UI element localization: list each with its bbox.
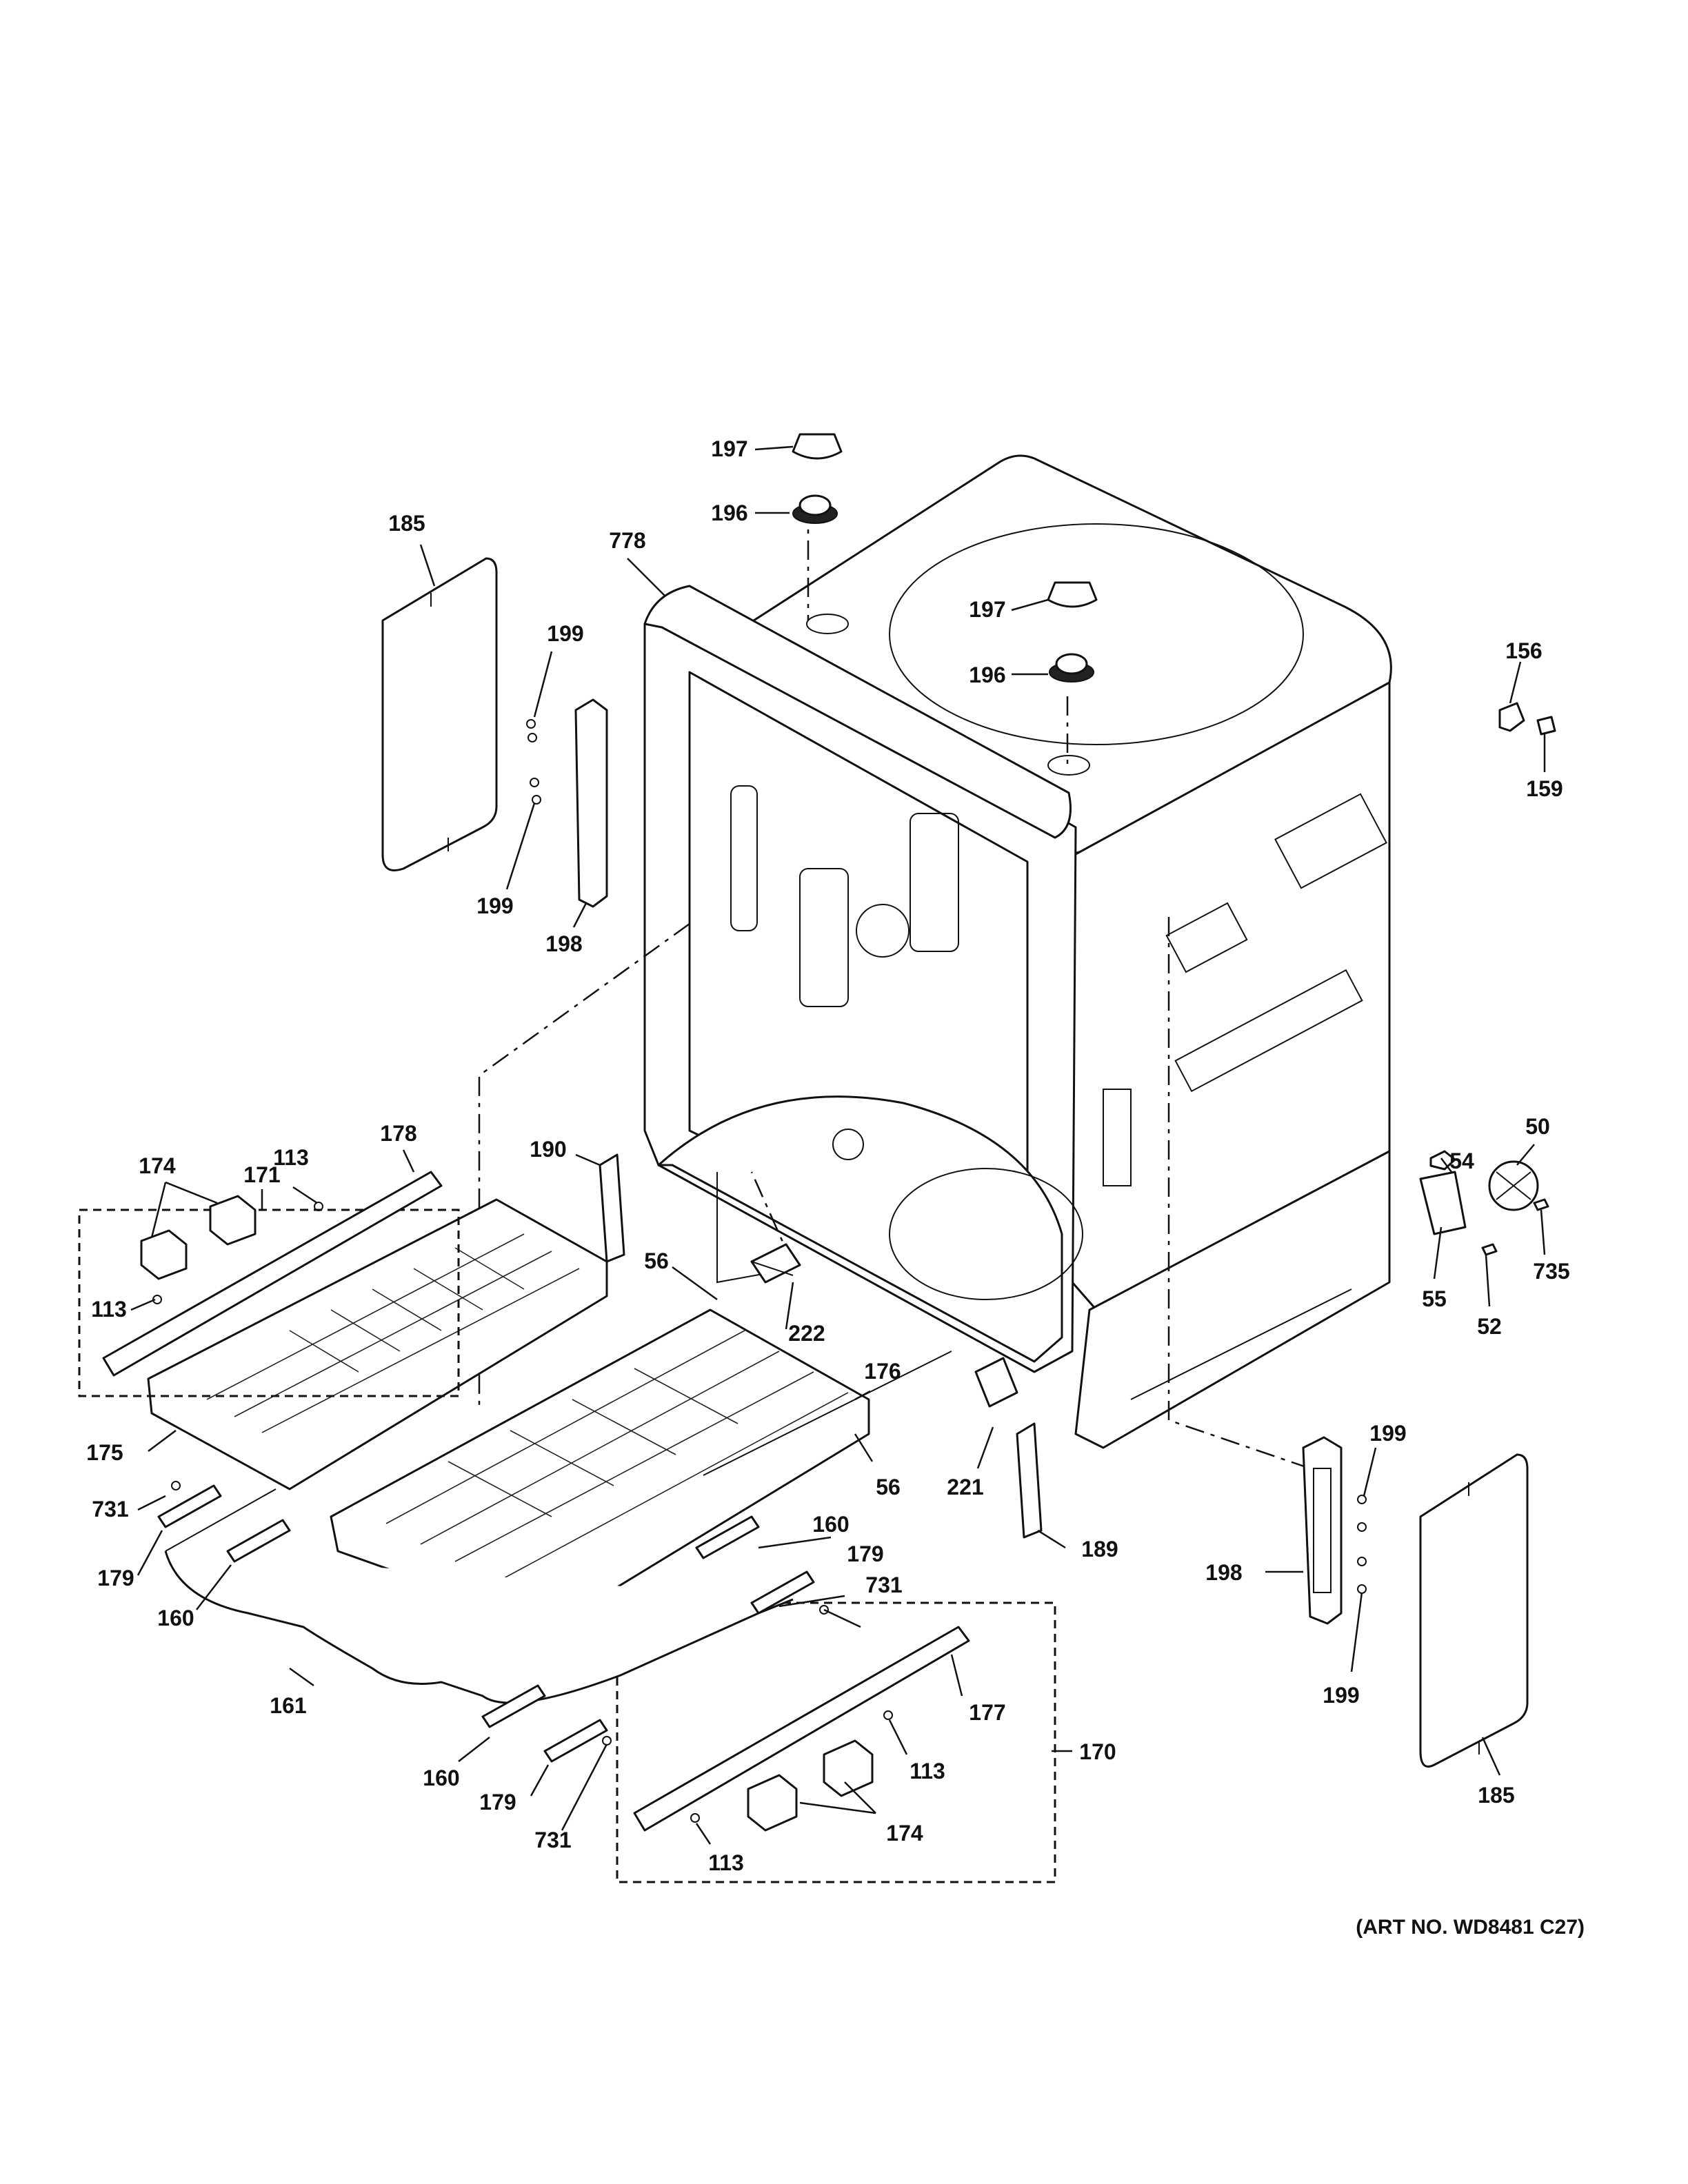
callout-174: 174 xyxy=(139,1153,176,1178)
callout-175: 175 xyxy=(86,1440,123,1465)
callout-735: 735 xyxy=(1533,1259,1569,1284)
callout-221: 221 xyxy=(947,1475,983,1499)
callout-160: 160 xyxy=(157,1606,194,1630)
bracket-left xyxy=(526,698,608,908)
callout-174: 174 xyxy=(886,1821,923,1846)
bracket-right xyxy=(1302,1436,1367,1625)
callout-156: 156 xyxy=(1505,638,1542,663)
callout-113: 113 xyxy=(273,1145,309,1170)
callout-159: 159 xyxy=(1526,776,1563,801)
rack-176 xyxy=(330,1308,870,1628)
callout-52: 52 xyxy=(1477,1314,1502,1339)
misc-parts xyxy=(599,1153,1043,1539)
callout-179: 179 xyxy=(479,1790,516,1814)
callout-778: 778 xyxy=(609,528,645,553)
callout-160: 160 xyxy=(812,1512,849,1537)
hinge-parts xyxy=(1419,1150,1549,1256)
side-cover-right xyxy=(1419,1453,1529,1768)
tub-assembly xyxy=(643,454,1392,1449)
callout-179: 179 xyxy=(847,1541,883,1566)
side-cover-left xyxy=(381,557,498,871)
fill-nut-center xyxy=(1047,581,1098,682)
callout-196: 196 xyxy=(711,501,747,525)
callout-178: 178 xyxy=(380,1121,416,1146)
callout-197: 197 xyxy=(711,436,747,461)
callout-113: 113 xyxy=(708,1850,744,1875)
callout-198: 198 xyxy=(1205,1560,1242,1585)
callout-113: 113 xyxy=(910,1759,945,1783)
callout-198: 198 xyxy=(545,931,582,956)
rack-175 xyxy=(147,1198,608,1490)
callout-731: 731 xyxy=(865,1573,902,1597)
leader-lines xyxy=(130,445,1546,1845)
callout-56: 56 xyxy=(876,1475,901,1499)
callout-170: 170 xyxy=(1079,1739,1116,1764)
callout-113: 113 xyxy=(91,1297,127,1322)
callout-54: 54 xyxy=(1449,1149,1474,1173)
callout-55: 55 xyxy=(1422,1286,1447,1311)
clip-156 xyxy=(1498,702,1556,736)
callout-171: 171 xyxy=(243,1162,280,1187)
callout-222: 222 xyxy=(788,1321,825,1346)
callout-labels: 197 196 197 196 778 185 199 199 198 156 … xyxy=(86,436,1569,1875)
callout-185: 185 xyxy=(388,511,425,536)
callout-177: 177 xyxy=(969,1700,1005,1725)
callout-199: 199 xyxy=(547,621,583,646)
assembly-170 xyxy=(616,1601,1056,1883)
callout-185: 185 xyxy=(1478,1783,1514,1808)
callout-196: 196 xyxy=(969,663,1005,687)
assembly-171 xyxy=(78,1171,460,1397)
callout-199: 199 xyxy=(1323,1683,1359,1708)
roller-clips xyxy=(157,1481,829,1763)
callout-160: 160 xyxy=(423,1766,459,1790)
callout-189: 189 xyxy=(1081,1537,1118,1561)
callout-190: 190 xyxy=(530,1137,566,1162)
callout-731: 731 xyxy=(92,1497,128,1521)
callout-199: 199 xyxy=(1369,1421,1406,1446)
callout-197: 197 xyxy=(969,597,1005,622)
callout-731: 731 xyxy=(534,1828,571,1852)
fill-nut-top xyxy=(792,433,843,524)
callout-161: 161 xyxy=(270,1693,306,1718)
art-number: (ART NO. WD8481 C27) xyxy=(1356,1916,1585,1939)
callout-176: 176 xyxy=(864,1359,901,1384)
callout-50: 50 xyxy=(1525,1114,1550,1139)
callout-179: 179 xyxy=(97,1566,134,1590)
callout-199: 199 xyxy=(476,893,513,918)
callout-56: 56 xyxy=(644,1248,669,1273)
